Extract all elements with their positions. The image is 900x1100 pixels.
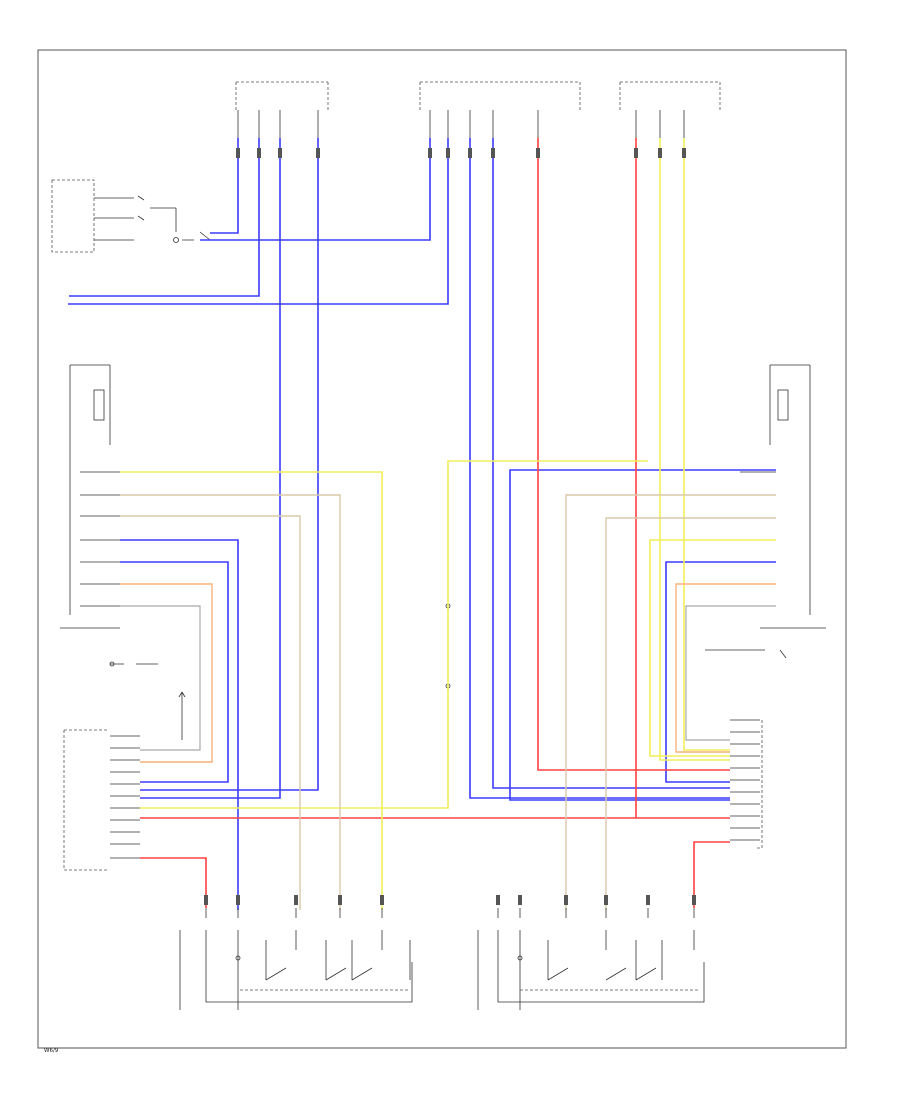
diagram-border <box>37 49 847 1049</box>
blue-wires <box>68 138 776 910</box>
right-lower-connector <box>730 719 763 849</box>
page-marker: W6/9 <box>44 1048 59 1054</box>
left-upper-switch <box>51 179 211 253</box>
connector-markers <box>204 148 696 905</box>
red-wires <box>140 138 730 908</box>
right-rear-switch <box>477 908 705 1010</box>
top-connectors <box>235 81 721 138</box>
right-window-switch-module <box>705 364 826 659</box>
gray-wires <box>120 605 776 751</box>
left-window-switch-module <box>60 364 120 629</box>
yellow-wires <box>120 138 776 910</box>
left-rear-switch <box>179 908 413 1010</box>
left-lower-connector <box>63 661 186 871</box>
orange-wires <box>120 583 776 763</box>
tan-wires <box>120 494 776 910</box>
